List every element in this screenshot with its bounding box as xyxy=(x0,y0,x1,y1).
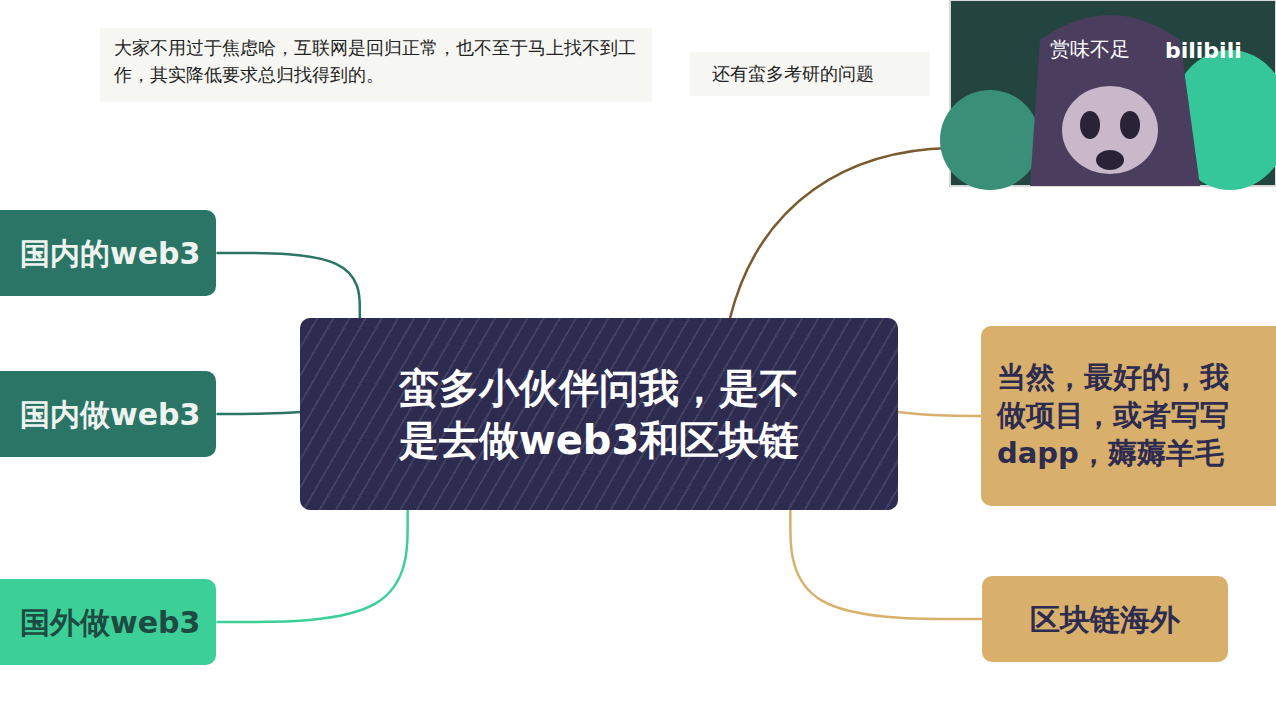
note-ground xyxy=(690,52,930,96)
note-ground xyxy=(100,28,652,102)
central-topic: 蛮多小伙伴问我，是不是去做web3和区块链 xyxy=(300,318,898,510)
branch-connector xyxy=(898,412,981,416)
branch-connector xyxy=(216,253,359,318)
node-text: 国外做web3 xyxy=(20,603,200,642)
branch-box: 当然，最好的，我 做项目，或者写写 dapp，薅薅羊毛 xyxy=(981,326,1276,506)
video-caption: 赏味不足 xyxy=(1050,34,1140,64)
watermark: bilibili xyxy=(1165,34,1265,67)
branch-box: 区块链海外 xyxy=(982,576,1228,662)
node-text: 国内做web3 xyxy=(20,395,200,434)
branch-box: 国内做web3 xyxy=(0,371,216,457)
branch-connector xyxy=(216,510,407,622)
node-text: 区块链海外 xyxy=(1030,600,1180,639)
branch-line xyxy=(730,148,950,318)
branch-box: 国外做web3 xyxy=(0,579,216,665)
node-text: 蛮多小伙伴问我，是不是去做web3和区块链 xyxy=(389,362,809,466)
branch-connector xyxy=(216,412,300,414)
video-thumbnail xyxy=(940,0,1276,190)
branch-connector xyxy=(790,510,982,619)
node-text: 国内的web3 xyxy=(20,234,200,273)
branch-box: 国内的web3 xyxy=(0,210,216,296)
note-text: 大家不用过于焦虑哈，互联网是回归正常，也不至于马上找不到工作，其实降低要求总归找… xyxy=(114,34,644,88)
note-text: 还有蛮多考研的问题 xyxy=(712,60,927,87)
node-text: 当然，最好的，我 做项目，或者写写 dapp，薅薅羊毛 xyxy=(997,359,1259,472)
